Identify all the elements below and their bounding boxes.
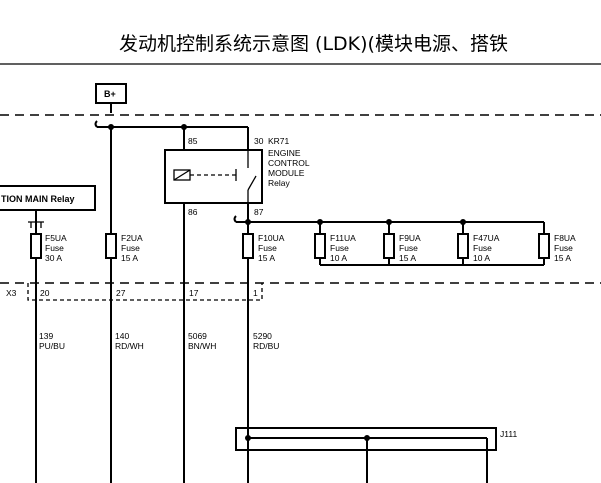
fuse-f9ua-rating: 15 A — [399, 253, 416, 263]
connector-pin-27: 27 — [116, 288, 126, 298]
fuse-f2ua-body — [105, 233, 117, 259]
splice-junction-in — [245, 435, 251, 441]
relay-pin-30: 30 — [254, 136, 264, 146]
bus-break-mark — [94, 120, 98, 128]
fuse-label-f5ua: F5UA Fuse 30 A — [45, 233, 67, 263]
fuse-f47ua-name: F47UA — [473, 233, 500, 243]
fuse-f11ua-name: F11UA — [330, 233, 356, 243]
connector-x3-id: X3 — [6, 288, 17, 298]
fuse-f10ua-type: Fuse — [258, 243, 277, 253]
fuse-f10ua-name: F10UA — [258, 233, 285, 243]
fuse-f2ua-type: Fuse — [121, 243, 140, 253]
fuse-f8ua-type: Fuse — [554, 243, 573, 253]
fuse-label-f11ua: F11UA Fuse 10 A — [330, 233, 356, 263]
relay-id: KR71 — [268, 136, 290, 146]
bus87-break-mark — [233, 215, 237, 223]
circuit-139-number: 139 — [39, 331, 53, 341]
fuse-label-f10ua: F10UA Fuse 15 A — [258, 233, 285, 263]
relay-name-line-2: CONTROL — [268, 158, 310, 168]
connector-pin-1: 1 — [253, 288, 258, 298]
fuse-f11ua-body — [314, 233, 326, 259]
fuse-f2ua-name: F2UA — [121, 233, 143, 243]
fuse-label-f9ua: F9UA Fuse 15 A — [399, 233, 421, 263]
fuse-f9ua-type: Fuse — [399, 243, 418, 253]
fuse-f5ua-name: F5UA — [45, 233, 67, 243]
power-source-label: B+ — [104, 89, 116, 99]
fuse-f11ua-type: Fuse — [330, 243, 349, 253]
relay-pin-86: 86 — [188, 207, 198, 217]
fuse-f11ua-rating: 10 A — [330, 253, 347, 263]
relay-pin-85: 85 — [188, 136, 198, 146]
fuse-f9ua-body — [383, 233, 395, 259]
fuse-f8ua-name: F8UA — [554, 233, 576, 243]
circuit-139-color: PU/BU — [39, 341, 65, 351]
circuit-140-number: 140 — [115, 331, 129, 341]
ignition-main-relay-label: TION MAIN Relay — [1, 194, 75, 204]
ignition-main-relay-box — [0, 185, 96, 211]
ecm-relay-box — [164, 149, 263, 204]
relay-name-line-3: MODULE — [268, 168, 305, 178]
fuse-f8ua-body — [538, 233, 550, 259]
fuse-f10ua-body — [242, 233, 254, 259]
circuit-5290-number: 5290 — [253, 331, 272, 341]
relay-coil-diagonal — [173, 169, 191, 181]
fuse-f5ua-type: Fuse — [45, 243, 64, 253]
fuse-f8ua-rating: 15 A — [554, 253, 571, 263]
fuse-f2ua-rating: 15 A — [121, 253, 138, 263]
connector-pin-20: 20 — [40, 288, 50, 298]
circuit-5069-color: BN/WH — [188, 341, 216, 351]
fuse-f47ua-body — [457, 233, 469, 259]
splice-j111-label: J111 — [500, 429, 517, 439]
diagram-title: 发动机控制系统示意图 (LDK)(模块电源、搭铁 — [119, 33, 508, 55]
fuse-label-f47ua: F47UA Fuse 10 A — [473, 233, 500, 263]
circuit-5069-number: 5069 — [188, 331, 207, 341]
fuse-f5ua-rating: 30 A — [45, 253, 62, 263]
circuit-140-color: RD/WH — [115, 341, 144, 351]
relay-name-line-1: ENGINE — [268, 148, 301, 158]
fuse-f5ua-body — [30, 233, 42, 259]
fuse-f9ua-name: F9UA — [399, 233, 421, 243]
fuse-f47ua-type: Fuse — [473, 243, 492, 253]
connector-pin-17: 17 — [189, 288, 199, 298]
fuse-label-f8ua: F8UA Fuse 15 A — [554, 233, 576, 263]
relay-name-line-4: Relay — [268, 178, 290, 188]
connector-x3-outline — [27, 283, 263, 301]
relay-switch-blade — [247, 175, 257, 191]
relay-pin-87: 87 — [254, 207, 264, 217]
fuse-label-f2ua: F2UA Fuse 15 A — [121, 233, 143, 263]
fuse-f47ua-rating: 10 A — [473, 253, 490, 263]
circuit-5290-color: RD/BU — [253, 341, 279, 351]
fuse-f10ua-rating: 15 A — [258, 253, 275, 263]
